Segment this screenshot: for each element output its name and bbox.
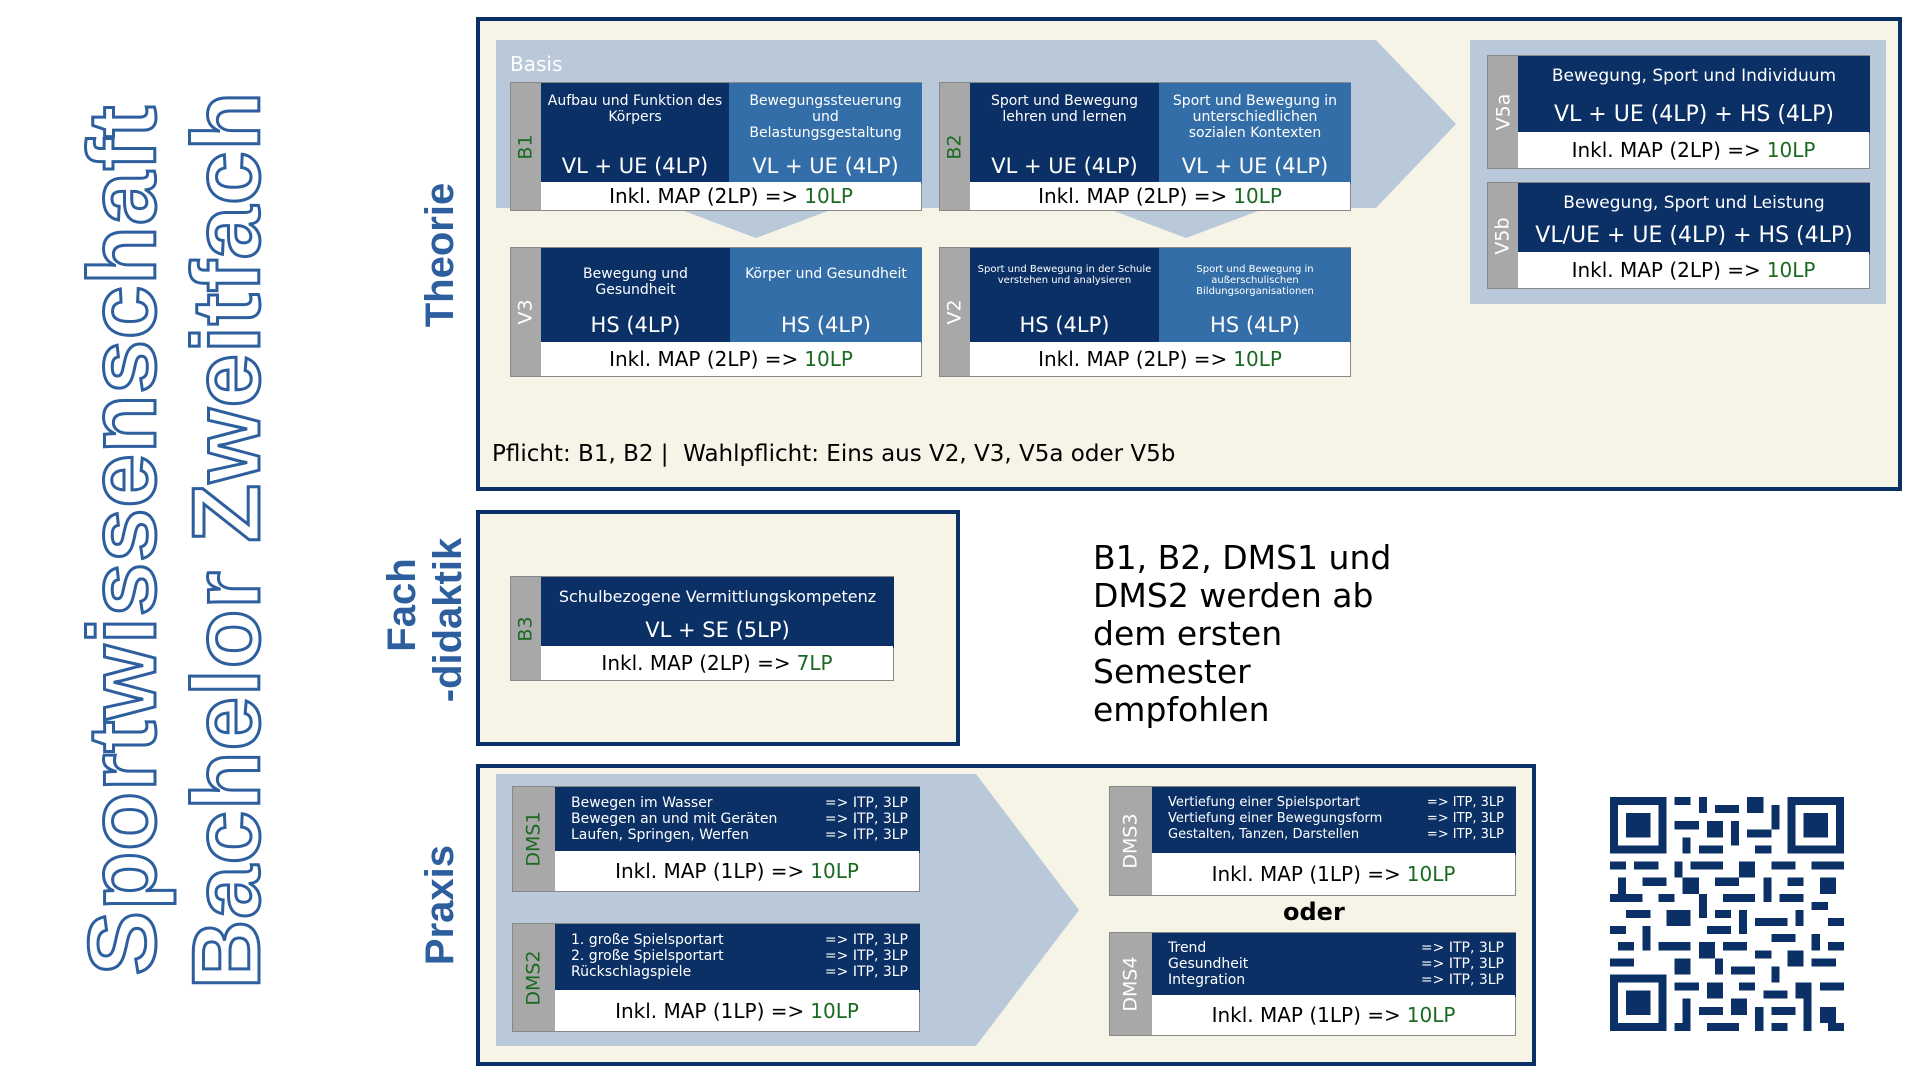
v2-right-cell: Sport und Bewegung in außerschulischen B… — [1159, 248, 1351, 343]
v5a-title: Bewegung, Sport und Individuum — [1551, 66, 1837, 86]
v3-right-cell: Körper und Gesundheit HS (4LP) — [730, 248, 922, 343]
module-tag-dms2: DMS2 — [513, 924, 555, 1031]
dms2-row: 2. große Spielsportart=> ITP, 3LP — [571, 948, 908, 964]
b2-left-value: VL + UE (4LP) — [991, 154, 1138, 178]
pflicht-note: Pflicht: B1, B2 | Wahlpflicht: Eins aus … — [492, 441, 1176, 467]
dms3-row: Vertiefung einer Bewegungsform=> ITP, 3L… — [1168, 811, 1504, 826]
v3-right-title: Körper und Gesundheit — [745, 266, 907, 282]
dms1-row: Laufen, Springen, Werfen=> ITP, 3LP — [571, 827, 908, 843]
section-label-fach: Fach — [380, 558, 424, 652]
module-v2[interactable]: V2 Sport und Bewegung in der Schule vers… — [939, 247, 1351, 377]
v2-left-cell: Sport und Bewegung in der Schule versteh… — [970, 248, 1159, 343]
title-line-2: Bachelor Zweitfach — [172, 89, 282, 990]
v5b-footer: Inkl. MAP (2LP) =>10LP — [1518, 252, 1869, 288]
recommendation-line: empfohlen — [1093, 690, 1270, 729]
v2-footer: Inkl. MAP (2LP) =>10LP — [970, 342, 1350, 376]
dms2-row: 1. große Spielsportart=> ITP, 3LP — [571, 932, 908, 948]
b3-cell: Schulbezogene Vermittlungskompetenz VL +… — [541, 577, 894, 648]
module-tag-b1: B1 — [511, 83, 541, 210]
b2-left-cell: Sport und Bewegung lehren und lernen VL … — [970, 83, 1159, 184]
v3-right-value: HS (4LP) — [781, 313, 871, 337]
module-tag-b3: B3 — [511, 577, 541, 680]
b1-left-cell: Aufbau und Funktion des Körpers VL + UE … — [541, 83, 729, 184]
module-tag-b2: B2 — [940, 83, 970, 210]
v5a-value: VL + UE (4LP) + HS (4LP) — [1553, 102, 1835, 127]
dms4-footer: Inkl. MAP (1LP) =>10LP — [1152, 995, 1515, 1035]
module-tag-v3: V3 — [511, 248, 541, 376]
dms2-cell: 1. große Spielsportart=> ITP, 3LP 2. gro… — [555, 924, 920, 992]
basis-label: Basis — [510, 52, 563, 76]
dms4-row: Gesundheit=> ITP, 3LP — [1168, 956, 1504, 972]
module-dms4[interactable]: DMS4 Trend=> ITP, 3LP Gesundheit=> ITP, … — [1109, 932, 1516, 1036]
module-tag-dms1: DMS1 — [513, 787, 555, 891]
b1-left-title: Aufbau und Funktion des Körpers — [547, 93, 723, 125]
dms1-cell: Bewegen im Wasser=> ITP, 3LP Bewegen an … — [555, 787, 920, 853]
b2-right-title: Sport und Bewegung in unterschiedlichen … — [1172, 93, 1338, 141]
dms1-footer: Inkl. MAP (1LP) =>10LP — [555, 851, 919, 891]
module-v5a[interactable]: V5a Bewegung, Sport und Individuum VL + … — [1487, 55, 1870, 169]
v3-left-cell: Bewegung und Gesundheit HS (4LP) — [541, 248, 730, 343]
module-dms3[interactable]: DMS3 Vertiefung einer Spielsportart=> IT… — [1109, 786, 1516, 896]
b1-right-cell: Bewegungssteuerung und Belastungsgestalt… — [729, 83, 922, 184]
module-tag-v2: V2 — [940, 248, 970, 376]
dms2-footer: Inkl. MAP (1LP) =>10LP — [555, 990, 919, 1031]
v3-left-value: HS (4LP) — [590, 313, 681, 337]
b1-right-value: VL + UE (4LP) — [752, 154, 899, 178]
title-line-1: Sportwissenschaft — [68, 103, 178, 977]
module-v3[interactable]: V3 Bewegung und Gesundheit HS (4LP) Körp… — [510, 247, 922, 377]
b2-right-cell: Sport und Bewegung in unterschiedlichen … — [1159, 83, 1351, 184]
b1-right-title: Bewegungssteuerung und Belastungsgestalt… — [749, 93, 902, 141]
v3-footer: Inkl. MAP (2LP) =>10LP — [541, 342, 921, 376]
v2-left-value: HS (4LP) — [1019, 313, 1110, 337]
oder-label: oder — [1283, 898, 1345, 926]
b2-left-title: Sport und Bewegung lehren und lernen — [991, 93, 1138, 125]
dms3-footer: Inkl. MAP (1LP) =>10LP — [1152, 853, 1515, 895]
module-tag-v5a: V5a — [1488, 56, 1518, 168]
b3-title: Schulbezogene Vermittlungskompetenz — [558, 587, 877, 606]
v2-right-title: Sport und Bewegung in außerschulischen B… — [1196, 264, 1314, 297]
module-b1[interactable]: B1 Aufbau und Funktion des Körpers VL + … — [510, 82, 922, 211]
dms4-cell: Trend=> ITP, 3LP Gesundheit=> ITP, 3LP I… — [1152, 933, 1516, 997]
module-b2[interactable]: B2 Sport und Bewegung lehren und lernen … — [939, 82, 1351, 211]
section-label-theorie: Theorie — [418, 182, 462, 328]
recommendation-line: DMS2 werden ab — [1093, 576, 1374, 615]
section-label-didaktik: -didaktik — [426, 537, 470, 703]
v2-left-title: Sport und Bewegung in der Schule versteh… — [977, 264, 1152, 286]
section-label-praxis: Praxis — [418, 844, 462, 966]
v5b-title: Bewegung, Sport und Leistung — [1563, 193, 1825, 213]
v5b-cell: Bewegung, Sport und Leistung VL/UE + UE … — [1518, 183, 1870, 254]
v5a-footer: Inkl. MAP (2LP) =>10LP — [1518, 132, 1869, 168]
dms3-cell: Vertiefung einer Spielsportart=> ITP, 3L… — [1152, 787, 1516, 855]
program-title: Sportwissenschaft Bachelor Zweitfach — [55, 40, 295, 1040]
b3-value: VL + SE (5LP) — [645, 618, 790, 642]
dms1-row: Bewegen im Wasser=> ITP, 3LP — [571, 795, 908, 811]
dms3-row: Vertiefung einer Spielsportart=> ITP, 3L… — [1168, 795, 1504, 810]
dms2-row: Rückschlagspiele=> ITP, 3LP — [571, 964, 908, 980]
recommendation-line: dem ersten — [1093, 614, 1283, 653]
module-v5b[interactable]: V5b Bewegung, Sport und Leistung VL/UE +… — [1487, 182, 1870, 289]
module-tag-v5b: V5b — [1488, 183, 1518, 288]
module-tag-dms3: DMS3 — [1110, 787, 1152, 895]
v3-left-title: Bewegung und Gesundheit — [583, 266, 688, 298]
module-tag-dms4: DMS4 — [1110, 933, 1152, 1035]
b1-footer: Inkl. MAP (2LP) =>10LP — [541, 182, 921, 210]
b2-right-value: VL + UE (4LP) — [1181, 154, 1329, 178]
dms3-row: Gestalten, Tanzen, Darstellen=> ITP, 3LP — [1168, 827, 1504, 842]
dms4-row: Integration=> ITP, 3LP — [1168, 972, 1504, 988]
qr-code[interactable] — [1610, 797, 1844, 1031]
dms1-row: Bewegen an und mit Geräten=> ITP, 3LP — [571, 811, 908, 827]
recommendation-text: B1, B2, DMS1 und DMS2 werden ab dem erst… — [1093, 539, 1391, 729]
v5a-cell: Bewegung, Sport und Individuum VL + UE (… — [1518, 56, 1870, 133]
recommendation-line: Semester — [1093, 652, 1251, 691]
b1-left-value: VL + UE (4LP) — [561, 154, 709, 178]
module-b3[interactable]: B3 Schulbezogene Vermittlungskompetenz V… — [510, 576, 894, 681]
b3-footer: Inkl. MAP (2LP) =>7LP — [541, 646, 893, 680]
b2-footer: Inkl. MAP (2LP) =>10LP — [970, 182, 1350, 210]
module-dms1[interactable]: DMS1 Bewegen im Wasser=> ITP, 3LP Bewege… — [512, 786, 920, 892]
module-dms2[interactable]: DMS2 1. große Spielsportart=> ITP, 3LP 2… — [512, 923, 920, 1032]
dms4-row: Trend=> ITP, 3LP — [1168, 940, 1504, 956]
recommendation-line: B1, B2, DMS1 und — [1093, 538, 1392, 577]
v2-right-value: HS (4LP) — [1210, 313, 1300, 337]
v5b-value: VL/UE + UE (4LP) + HS (4LP) — [1535, 223, 1853, 248]
